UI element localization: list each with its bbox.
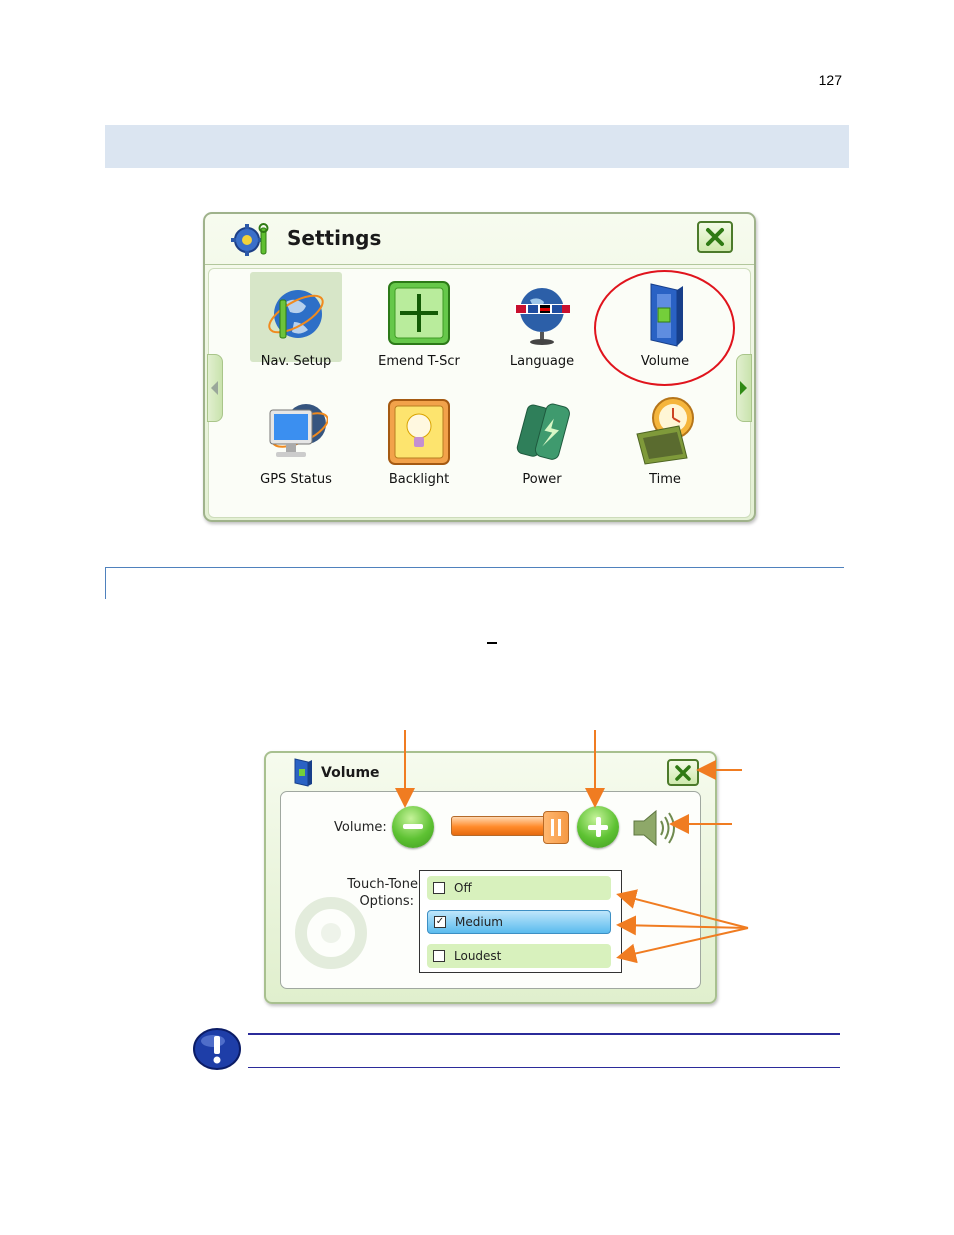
close-icon — [706, 228, 724, 246]
text-frame — [105, 567, 844, 599]
battery-icon — [516, 403, 570, 460]
settings-item-label: Time — [649, 472, 681, 487]
settings-item-label: Emend T-Scr — [378, 354, 460, 369]
globe-wrench-icon — [268, 290, 324, 339]
settings-title: Settings — [287, 226, 382, 250]
chevron-left-icon — [211, 381, 218, 395]
option-label: Off — [454, 881, 472, 895]
important-note-icon — [193, 1028, 241, 1070]
touch-tone-options-label: Options: — [359, 894, 414, 909]
settings-item-label: Language — [509, 354, 575, 369]
touch-tone-options-list: Off ✓ Medium Loudest — [419, 870, 622, 973]
option-loudest[interactable]: Loudest — [427, 944, 611, 968]
settings-item-label: Nav. Setup — [260, 354, 332, 369]
volume-highlight-circle — [594, 270, 735, 386]
settings-gear-icon — [231, 223, 269, 256]
settings-item-label: GPS Status — [260, 472, 332, 487]
volume-tower-icon — [294, 758, 312, 787]
option-off[interactable]: Off — [427, 876, 611, 900]
lightbulb-icon — [388, 399, 450, 465]
page-number: 127 — [818, 72, 842, 88]
volume-label: Volume: — [334, 820, 387, 835]
settings-item-time[interactable]: Time — [606, 396, 724, 487]
dash-mark — [487, 642, 497, 644]
clock-calendar-icon — [636, 397, 694, 465]
crosshair-screen-icon — [388, 281, 450, 345]
option-label: Medium — [455, 915, 503, 929]
settings-item-backlight[interactable]: Backlight — [360, 396, 478, 487]
option-label: Loudest — [454, 949, 502, 963]
close-icon — [675, 764, 691, 781]
settings-item-gps-status[interactable]: GPS Status — [237, 396, 355, 487]
volume-window: Volume Volume: Touch-Tone Options: Off ✓… — [264, 751, 717, 1004]
arrow-to-loudest — [616, 927, 749, 964]
settings-close-button[interactable] — [697, 221, 733, 253]
touch-tone-label: Touch-Tone — [347, 877, 418, 892]
next-page-tab[interactable] — [736, 354, 752, 422]
settings-item-nav-setup[interactable]: Nav. Setup — [237, 278, 355, 369]
gear-watermark-icon — [295, 897, 367, 969]
volume-slider-thumb[interactable] — [543, 811, 569, 844]
prev-page-tab[interactable] — [207, 354, 223, 422]
arrow-to-medium — [616, 915, 749, 936]
checkbox-off[interactable] — [433, 882, 445, 894]
settings-item-power[interactable]: Power — [483, 396, 601, 487]
volume-decrease-button[interactable] — [392, 806, 434, 848]
checkbox-medium[interactable]: ✓ — [434, 916, 446, 928]
flags-globe-icon — [514, 288, 570, 345]
settings-item-label: Backlight — [388, 472, 450, 487]
note-top-rule — [248, 1033, 840, 1035]
plus-icon — [588, 817, 608, 837]
option-medium[interactable]: ✓ Medium — [427, 910, 611, 934]
settings-item-language[interactable]: Language — [483, 278, 601, 369]
thumb-grip-icon — [551, 819, 561, 836]
gps-monitor-icon — [269, 404, 329, 457]
settings-item-label: Power — [522, 472, 562, 487]
chevron-right-icon — [740, 381, 747, 395]
settings-header: Settings — [205, 214, 754, 265]
section-heading-bar — [105, 125, 849, 168]
checkbox-loudest[interactable] — [433, 950, 445, 962]
volume-increase-button[interactable] — [577, 806, 619, 848]
minus-icon — [403, 824, 423, 829]
volume-window-title: Volume — [321, 765, 380, 781]
arrow-to-off — [616, 889, 749, 929]
settings-window: Settings Nav. Setup Emend — [203, 212, 756, 522]
note-bottom-rule — [248, 1067, 840, 1068]
settings-item-emend-t-scr[interactable]: Emend T-Scr — [360, 278, 478, 369]
